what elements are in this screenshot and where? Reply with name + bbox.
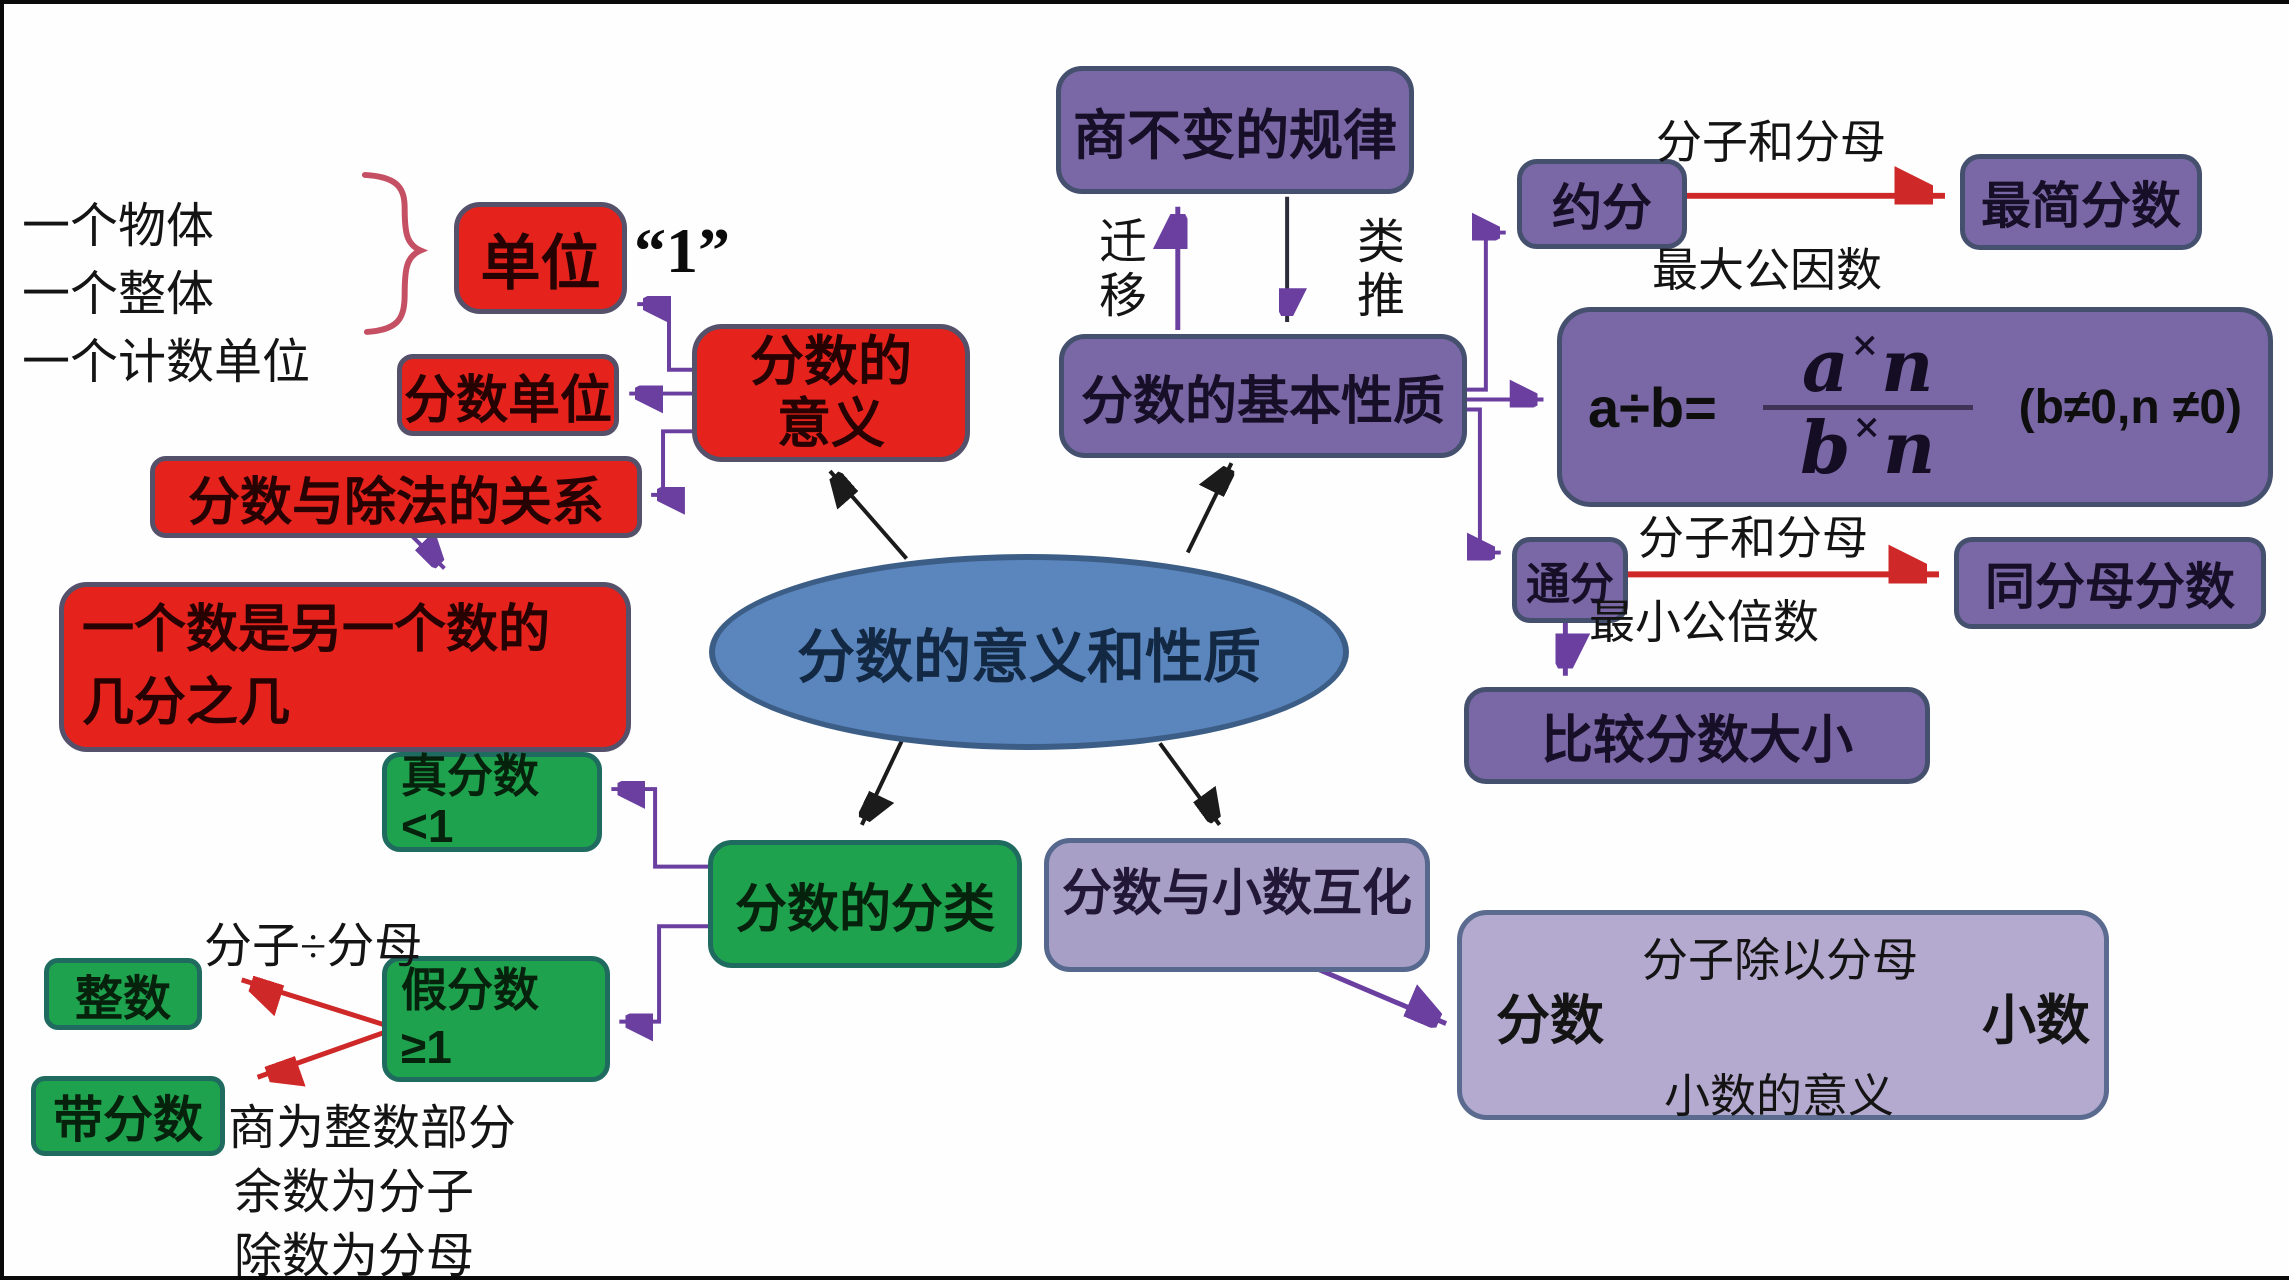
arrow-center-to-meaning — [830, 469, 909, 560]
simplest-fraction-label: 最简分数 — [1981, 178, 2181, 234]
node-mixed-number: 带分数 — [31, 1076, 225, 1156]
node-quotient-rule: 商不变的规律 — [1056, 66, 1414, 194]
node-basic-property: 分数的基本性质 — [1059, 334, 1467, 458]
fraction-division-label: 分数与除法的关系 — [187, 473, 604, 532]
formula-numerator: a×n — [1801, 323, 1934, 409]
mixed-number-label: 带分数 — [53, 1092, 203, 1148]
center-topic-label: 分数的意义和性质 — [796, 625, 1261, 690]
interconversion-label: 分数与小数互化 — [1062, 865, 1412, 921]
arrow-basic-to-reduce — [1465, 233, 1506, 392]
node-one-number: 一个数是另一个数的 几分之几 — [59, 582, 631, 752]
arrow-improper-to-mixed — [256, 1029, 388, 1078]
formula-denominator: b×n — [1800, 404, 1936, 490]
numerator-times-icon: × — [1850, 325, 1880, 366]
arrow-classification-to-proper — [611, 789, 709, 869]
common-denominator-label: 通分 — [1526, 560, 1614, 609]
arrow-classification-to-improper — [619, 924, 709, 1021]
arrow-meaning-to-unit — [637, 304, 697, 372]
node-fraction-division: 分数与除法的关系 — [150, 456, 642, 538]
node-same-denominator: 同分母分数 — [1954, 537, 2266, 629]
node-reduce: 约分 — [1517, 159, 1687, 249]
quotient-rule-label: 商不变的规律 — [1073, 105, 1397, 166]
common-bottom-note: 最小公倍数 — [1589, 597, 1819, 648]
node-center-topic: 分数的意义和性质 — [709, 554, 1349, 750]
quote-one-label: “1” — [634, 215, 730, 286]
classification-label: 分数的分类 — [734, 880, 995, 939]
fraction-unit-label: 分数单位 — [403, 371, 612, 430]
improper-note-line1: 商为整数部分 — [228, 1102, 517, 1155]
conversion-decimal-label: 小数 — [1982, 991, 2090, 1051]
improper-note-line3: 除数为分母 — [234, 1230, 475, 1280]
node-integer: 整数 — [44, 958, 202, 1030]
node-unit: 单位 — [454, 202, 627, 314]
node-interconversion: 分数与小数互化 — [1044, 838, 1430, 972]
improper-fraction-line1: 假分数 — [401, 963, 539, 1016]
arrow-center-to-interconversion — [1158, 742, 1220, 827]
compare-fractions-label: 比较分数大小 — [1540, 712, 1853, 770]
basic-property-label: 分数的基本性质 — [1080, 372, 1445, 431]
improper-note-line2: 余数为分子 — [234, 1166, 475, 1219]
transfer-label: 迁移 — [1091, 216, 1144, 324]
common-top-note: 分子和分母 — [1638, 513, 1868, 564]
node-formula: a÷b= a×n b×n (b≠0,n ≠0) — [1557, 307, 2273, 507]
arrow-meaning-to-division — [651, 429, 695, 495]
conversion-top-note: 分子除以分母 — [1642, 935, 1918, 986]
fraction-meaning-line1: 分数的 — [750, 331, 912, 392]
arrow-center-to-classification — [862, 740, 904, 824]
conversion-bottom-note: 小数的意义 — [1664, 1071, 1894, 1122]
denominator-b: b — [1800, 404, 1851, 490]
proper-fraction-line1: 真分数 — [401, 750, 539, 803]
node-improper-fraction: 假分数 ≥1 — [382, 956, 610, 1082]
numerator-n: n — [1881, 323, 1934, 409]
integer-label: 整数 — [74, 973, 171, 1026]
improper-fraction-line2: ≥1 — [401, 1021, 452, 1073]
fraction-bar — [1762, 404, 1973, 410]
unit-example-counting-unit: 一个计数单位 — [22, 336, 311, 389]
same-denominator-label: 同分母分数 — [1985, 559, 2235, 615]
unit-example-whole: 一个整体 — [22, 268, 215, 321]
arrow-improper-to-integer — [240, 980, 388, 1028]
arrow-center-to-basic-property — [1185, 463, 1232, 554]
conversion-fraction-label: 分数 — [1496, 991, 1604, 1051]
analogy-label: 类推 — [1349, 216, 1402, 324]
node-fraction-meaning: 分数的 意义 — [692, 324, 970, 462]
one-number-line1: 一个数是另一个数的 — [82, 601, 551, 660]
reduce-top-note: 分子和分母 — [1656, 117, 1886, 168]
node-simplest-fraction: 最简分数 — [1960, 154, 2202, 250]
node-proper-fraction: 真分数 <1 — [382, 752, 602, 852]
fraction-meaning-line2: 意义 — [777, 394, 885, 454]
formula-fraction: a×n b×n — [1762, 323, 1973, 490]
one-number-line2: 几分之几 — [82, 674, 291, 732]
arrow-interconversion-to-detail — [1300, 959, 1446, 1024]
division-note: 分子÷分母 — [204, 920, 423, 973]
node-conversion-detail — [1457, 910, 2109, 1120]
node-unit-label: 单位 — [480, 229, 601, 297]
numerator-a: a — [1801, 323, 1849, 409]
denominator-times-icon: × — [1852, 406, 1881, 447]
arrow-basic-to-common — [1465, 407, 1501, 552]
reduce-label: 约分 — [1552, 180, 1652, 236]
proper-fraction-line2: <1 — [401, 800, 454, 852]
formula-condition: (b≠0,n ≠0) — [2018, 380, 2242, 434]
unit-example-object: 一个物体 — [22, 200, 215, 253]
formula-prefix: a÷b= — [1588, 375, 1717, 439]
node-common-denominator: 通分 — [1512, 537, 1628, 623]
node-compare-fractions: 比较分数大小 — [1464, 687, 1930, 784]
node-classification: 分数的分类 — [708, 840, 1022, 968]
brace-unit-examples — [361, 171, 429, 335]
node-fraction-unit: 分数单位 — [397, 354, 619, 436]
denominator-n: n — [1882, 404, 1936, 490]
reduce-bottom-note: 最大公因数 — [1652, 245, 1882, 296]
